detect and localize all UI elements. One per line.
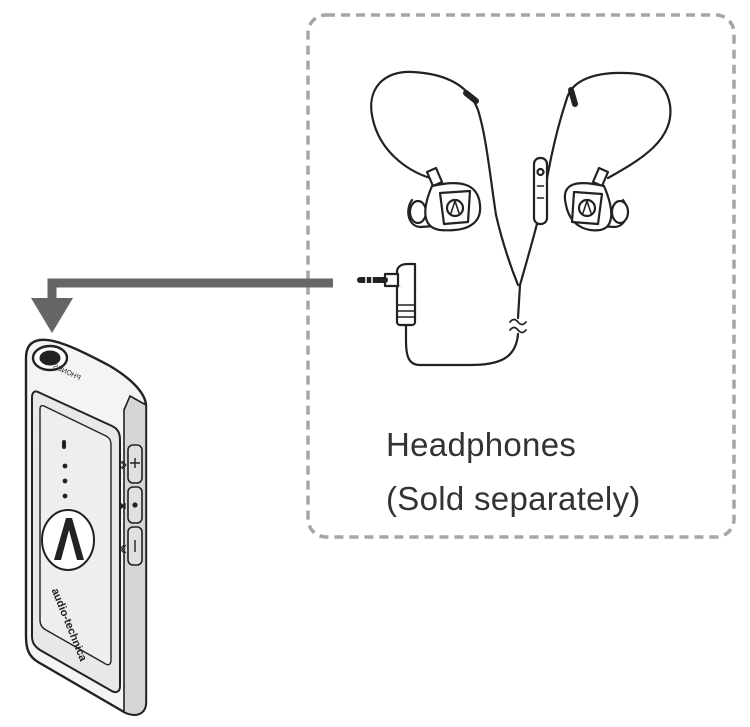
- arrow-down-left-icon: [31, 298, 73, 333]
- indicator-light: [62, 440, 66, 449]
- inline-remote: [532, 156, 549, 226]
- headphones-caption-line2: (Sold separately): [386, 480, 641, 517]
- portable-device: PHONES audio-technica: [24, 338, 148, 716]
- indicator-dot: [62, 478, 68, 484]
- side-buttons: [119, 444, 143, 566]
- indicator-dot: [62, 493, 68, 499]
- indicator-dot: [62, 463, 68, 469]
- audio-technica-triangle-logo-icon: [445, 198, 465, 218]
- left-earpiece: [407, 166, 482, 232]
- connection-arrow: [31, 278, 333, 333]
- play-pause-icon: [119, 502, 126, 510]
- plus-icon: [130, 458, 140, 468]
- headphones-dashed-frame: [306, 13, 736, 539]
- right-cable-slider: [568, 87, 578, 107]
- center-dot-icon: [132, 502, 138, 508]
- wavy-break-symbol-icon: [509, 318, 527, 334]
- left-cable-slider: [463, 90, 479, 104]
- earphones-illustration: [357, 70, 672, 367]
- right-earpiece: [563, 166, 630, 232]
- audio-technica-triangle-logo-icon: [577, 198, 597, 218]
- skip-forward-icon: [119, 460, 127, 470]
- skip-back-icon: [119, 544, 127, 554]
- headphones-caption-line1: Headphones: [386, 426, 577, 463]
